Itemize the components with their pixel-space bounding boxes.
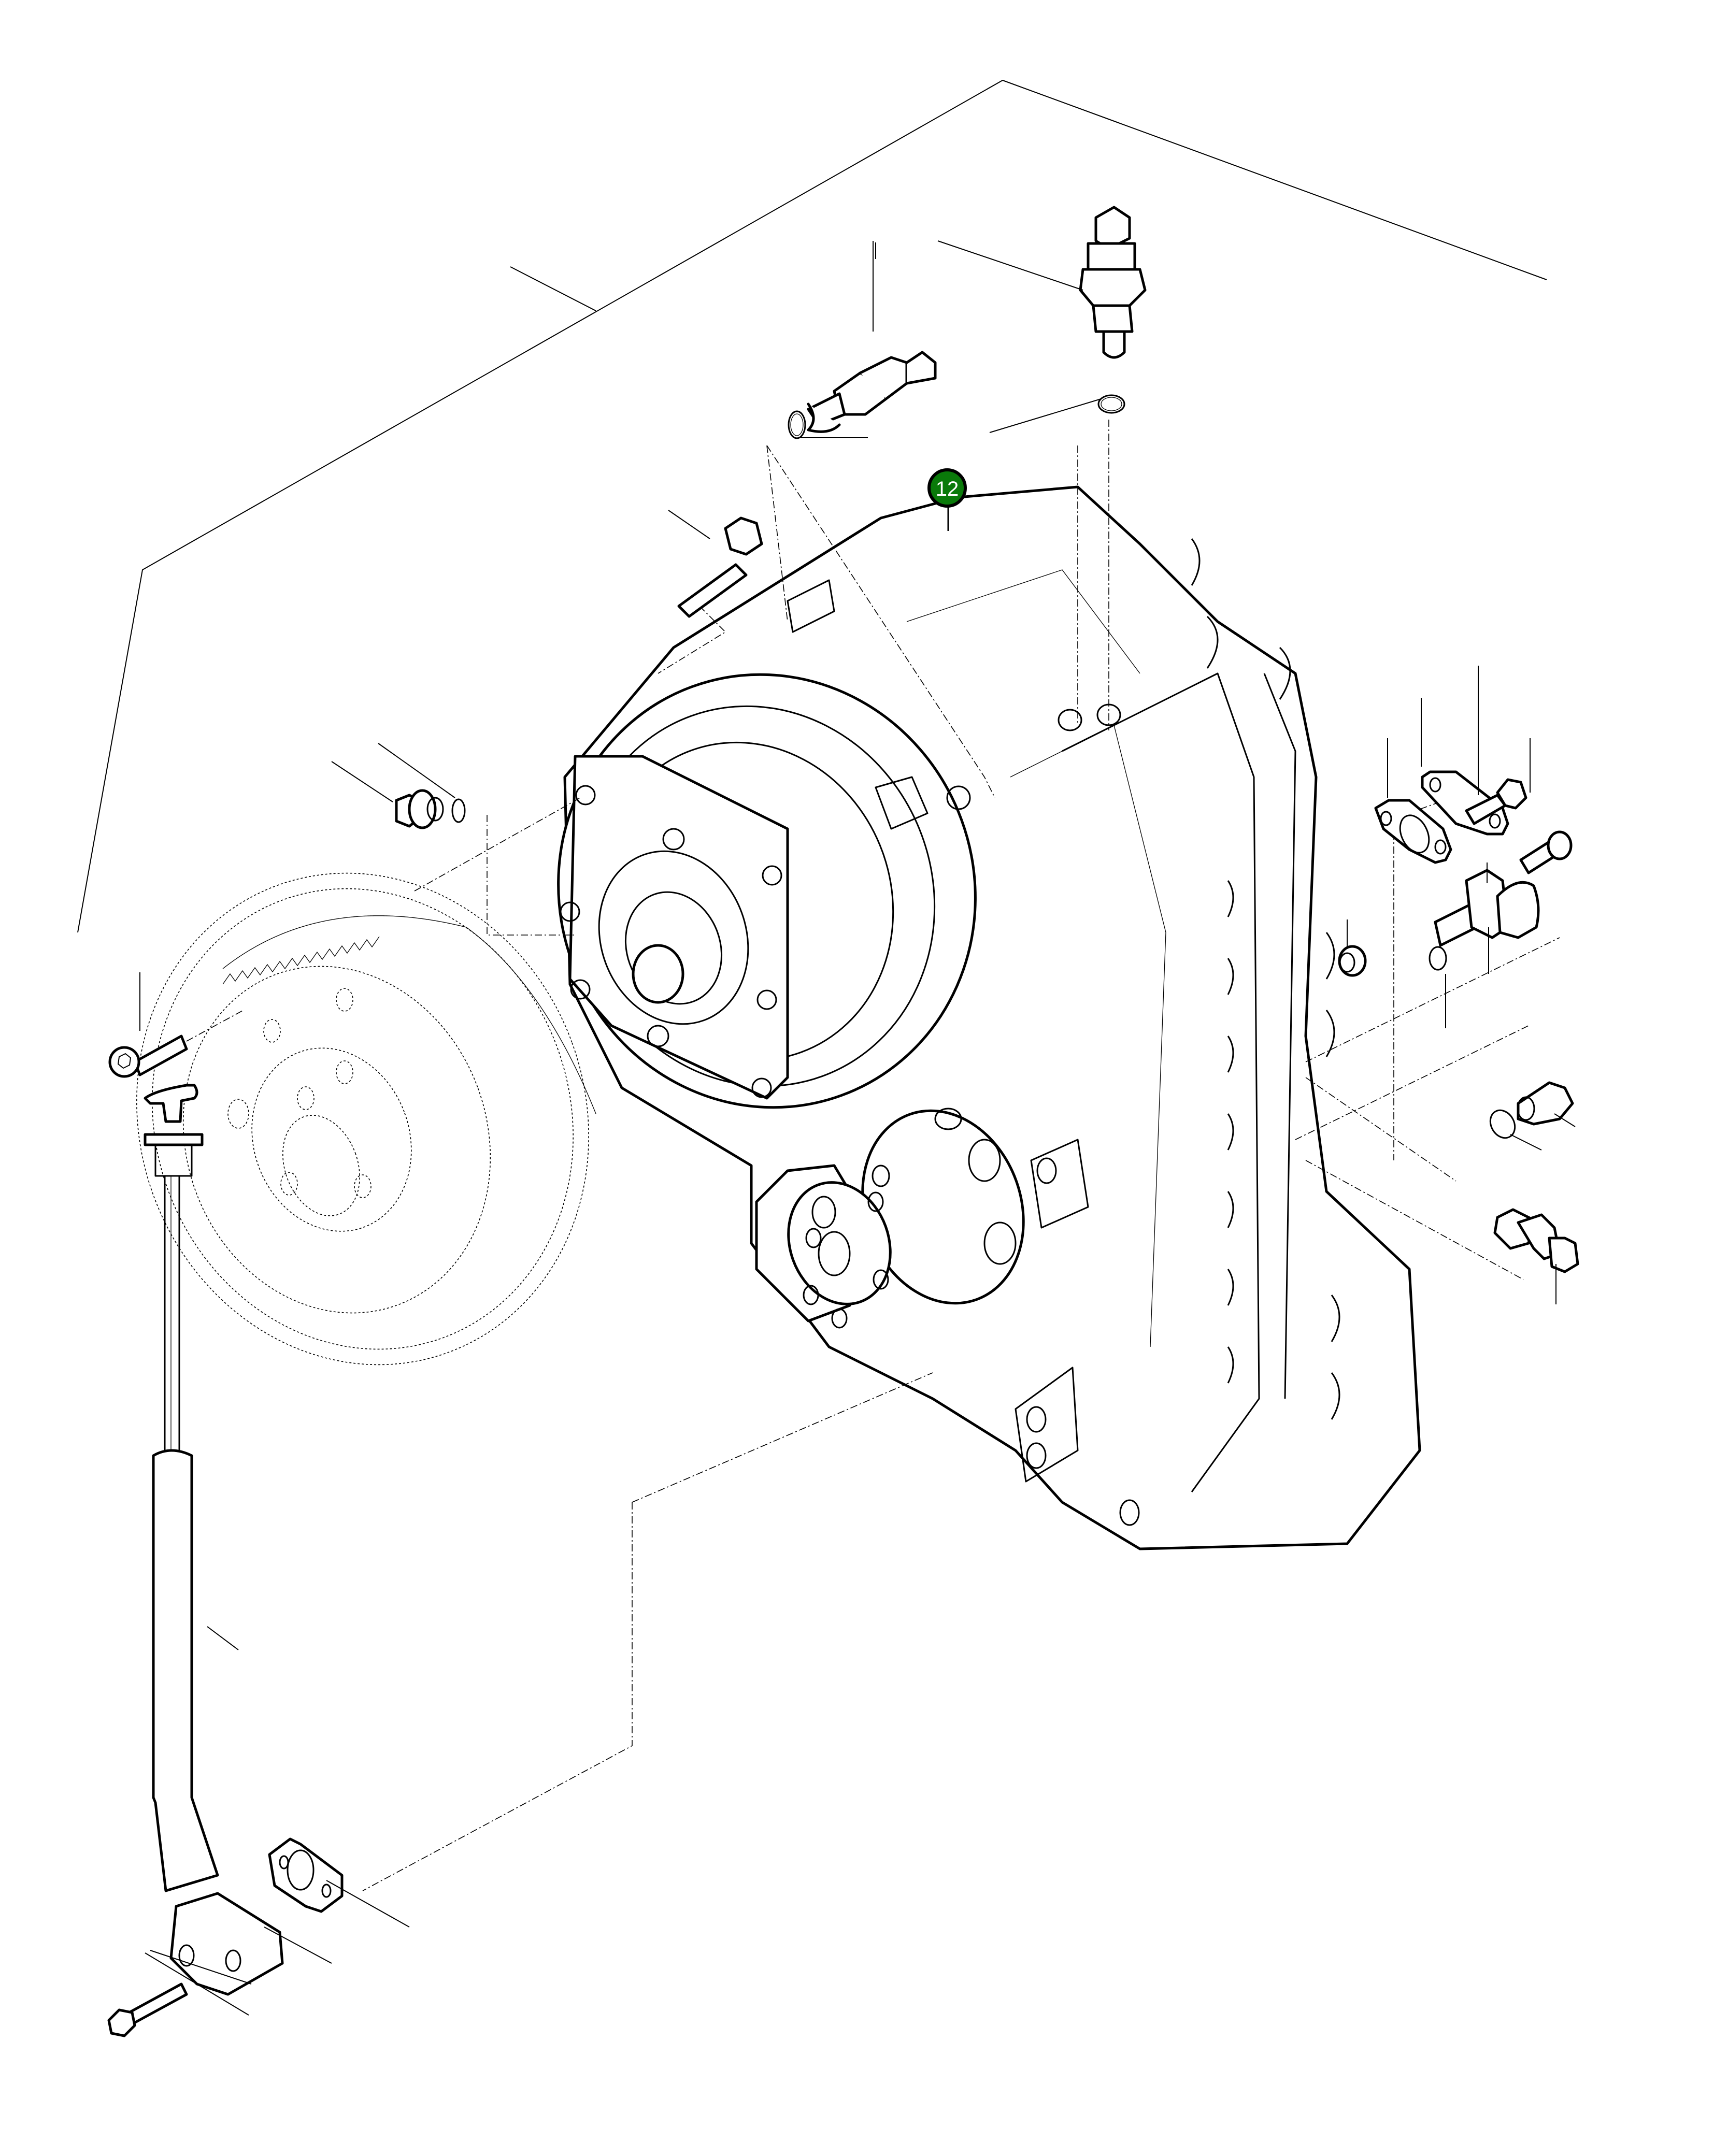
flywheel-ring-gear: [136, 872, 596, 1366]
sealing-ring-top: [989, 394, 1125, 433]
assembly-axis-lines: [362, 420, 1560, 1891]
dipstick-tube: [152, 1449, 332, 1996]
dipstick: [144, 1084, 204, 1450]
callout-12[interactable]: 12: [927, 468, 967, 531]
sealing-ring-right: [1429, 946, 1447, 1028]
pressure-switch-right: [1493, 1208, 1579, 1304]
plug-right-lower: [1517, 1081, 1576, 1127]
temperature-sensor-angled: [807, 241, 937, 433]
sealing-ring-right-lower: [1489, 1109, 1542, 1151]
sealing-ring-drain-left: [378, 743, 466, 823]
gasket-right-1: [1374, 738, 1452, 864]
temperature-sensor-vertical: [875, 206, 1147, 359]
cover-plate-right: [1421, 698, 1509, 836]
callout-badge-circle: [927, 468, 967, 508]
output-flange: [755, 1108, 1025, 1329]
tube-flange-gasket: [268, 1837, 410, 1928]
hex-bolt-right: [1465, 666, 1527, 825]
tube-flange-bolt: [107, 1950, 252, 2037]
drain-plug-left: [331, 761, 444, 829]
socket-bolt-right: [1519, 738, 1573, 874]
sealing-ring-left: [788, 410, 868, 439]
torque-converter-housing: [557, 673, 977, 1109]
socket-head-bolt-left: [108, 972, 244, 1078]
hex-bolt-top-left: [668, 510, 763, 618]
callout-label: 12: [936, 478, 959, 500]
plug-right: [1338, 919, 1367, 977]
elbow-fitting-right: [1434, 863, 1540, 974]
assembly-boundary-lines: [77, 80, 1547, 933]
